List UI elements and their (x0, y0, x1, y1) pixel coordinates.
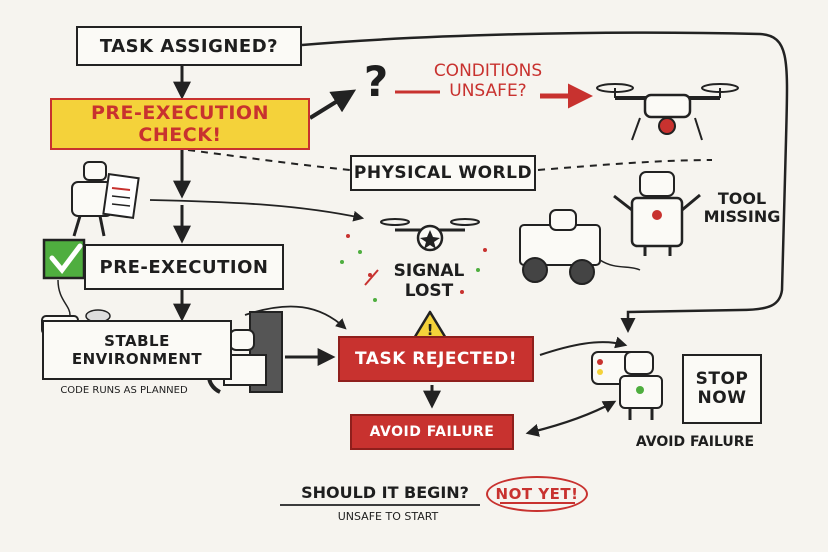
tool-missing-label: TOOL MISSING (703, 189, 781, 227)
stop-now-box: STOP NOW (682, 354, 762, 424)
pre-execution-check-box: PRE-EXECUTION CHECK! (50, 98, 310, 150)
route-task-around-right (301, 31, 789, 333)
physical-world-box: PHYSICAL WORLD (350, 155, 536, 191)
arrow-clipboard-to-drone (149, 199, 365, 222)
signal-lost-label: SIGNAL LOST (393, 261, 465, 301)
stable-environment-box: STABLE ENVIRONMENT (42, 320, 232, 380)
dashed-check-to-world (187, 149, 351, 171)
task-rejected-box: TASK REJECTED! (338, 336, 534, 382)
robot-tool-missing-icon (613, 171, 701, 256)
unsafe-to-start-caption: UNSAFE TO START (337, 510, 439, 523)
arrow-environment-to-rejected (244, 305, 347, 330)
drone-icon (596, 83, 739, 141)
code-runs-caption: CODE RUNS AS PLANNED (60, 385, 188, 396)
warning-exclamation: ! (426, 321, 434, 339)
avoid-failure-caption: AVOID FAILURE (635, 434, 755, 450)
checkmark-icon (42, 238, 86, 280)
robot-clipboard-icon (71, 161, 140, 237)
should-it-begin-label: SHOULD IT BEGIN? (301, 483, 469, 502)
avoid-failure-button: AVOID FAILURE (350, 414, 514, 450)
dashed-world-to-right (537, 159, 713, 171)
rover-robot-icon (519, 209, 641, 285)
pre-execution-box: PRE-EXECUTION (84, 244, 284, 290)
broken-drone-icon (340, 218, 487, 302)
arrow-check-to-question (308, 89, 357, 120)
task-assigned-box: TASK ASSIGNED? (76, 26, 302, 66)
conditions-unsafe-label: CONDITIONS UNSAFE? (433, 61, 543, 101)
robot-laptop-icon (206, 311, 283, 394)
robot-stop-icon (591, 351, 663, 420)
arrow-rejected-to-stop (539, 336, 628, 356)
question-mark: ? (363, 57, 389, 106)
arrow-avoid-stop-bidirectional (525, 400, 617, 437)
not-yet-badge: NOT YET! (486, 476, 588, 512)
